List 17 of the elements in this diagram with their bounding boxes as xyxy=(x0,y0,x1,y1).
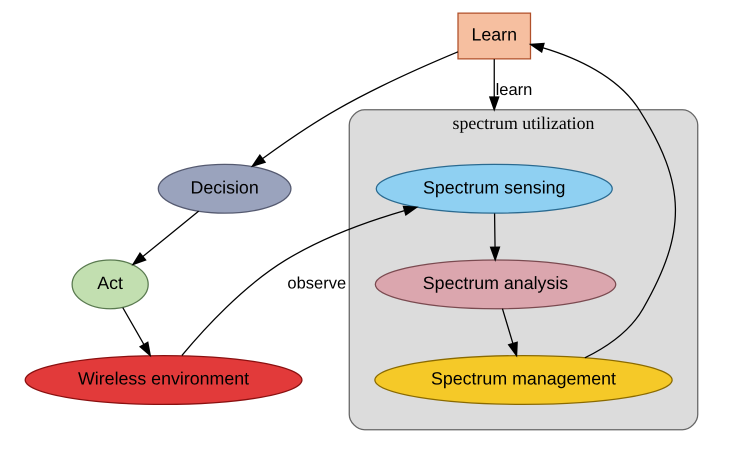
arrow xyxy=(488,59,500,112)
arrow xyxy=(250,51,458,168)
arrow xyxy=(122,307,152,358)
node-ellipse: Spectrum sensing xyxy=(376,164,613,214)
arrow xyxy=(502,308,518,358)
edge-label: learn xyxy=(496,80,532,100)
edge-label: observe xyxy=(287,274,346,293)
node-ellipse: Spectrum analysis xyxy=(374,259,616,310)
arrow xyxy=(181,206,419,356)
arrow xyxy=(490,214,500,262)
node-ellipse: Decision xyxy=(158,164,292,214)
arrow xyxy=(131,210,200,266)
node-box: Learn xyxy=(457,12,532,60)
node-ellipse: Wireless environment xyxy=(24,354,303,406)
node-ellipse: Act xyxy=(72,259,149,310)
node-ellipse: Spectrum management xyxy=(374,354,673,406)
arrow xyxy=(528,42,676,358)
